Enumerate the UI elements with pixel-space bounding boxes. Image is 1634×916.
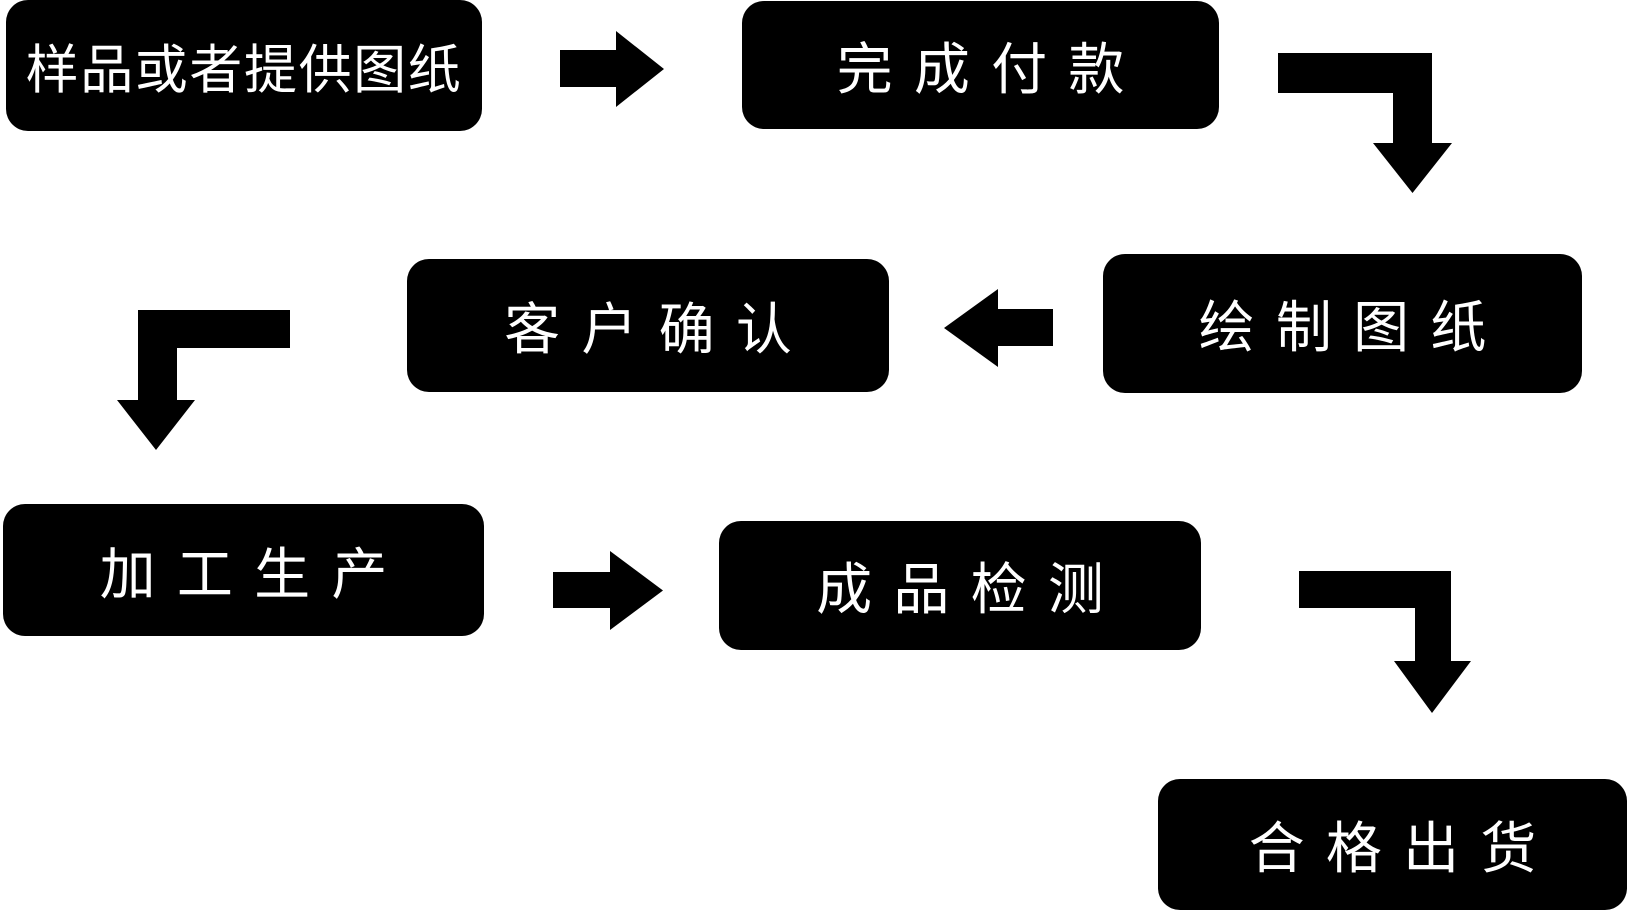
node-processing-production: 加工生产 <box>3 504 484 636</box>
node-complete-payment: 完成付款 <box>742 1 1219 129</box>
node-sample-or-drawing: 样品或者提供图纸 <box>6 0 482 131</box>
arrow-right-icon <box>560 31 664 107</box>
arrow-elbow-right-down-icon <box>1299 571 1471 713</box>
arrow-elbow-right-down-icon <box>1278 53 1452 193</box>
node-draw-drawings: 绘制图纸 <box>1103 254 1582 393</box>
arrow-right-icon <box>553 551 663 630</box>
node-product-inspection: 成品检测 <box>719 521 1201 650</box>
node-qualified-shipment: 合格出货 <box>1158 779 1627 910</box>
node-customer-confirm: 客户确认 <box>407 259 889 392</box>
arrow-left-icon <box>944 289 1053 367</box>
arrow-elbow-left-down-icon <box>117 310 290 450</box>
